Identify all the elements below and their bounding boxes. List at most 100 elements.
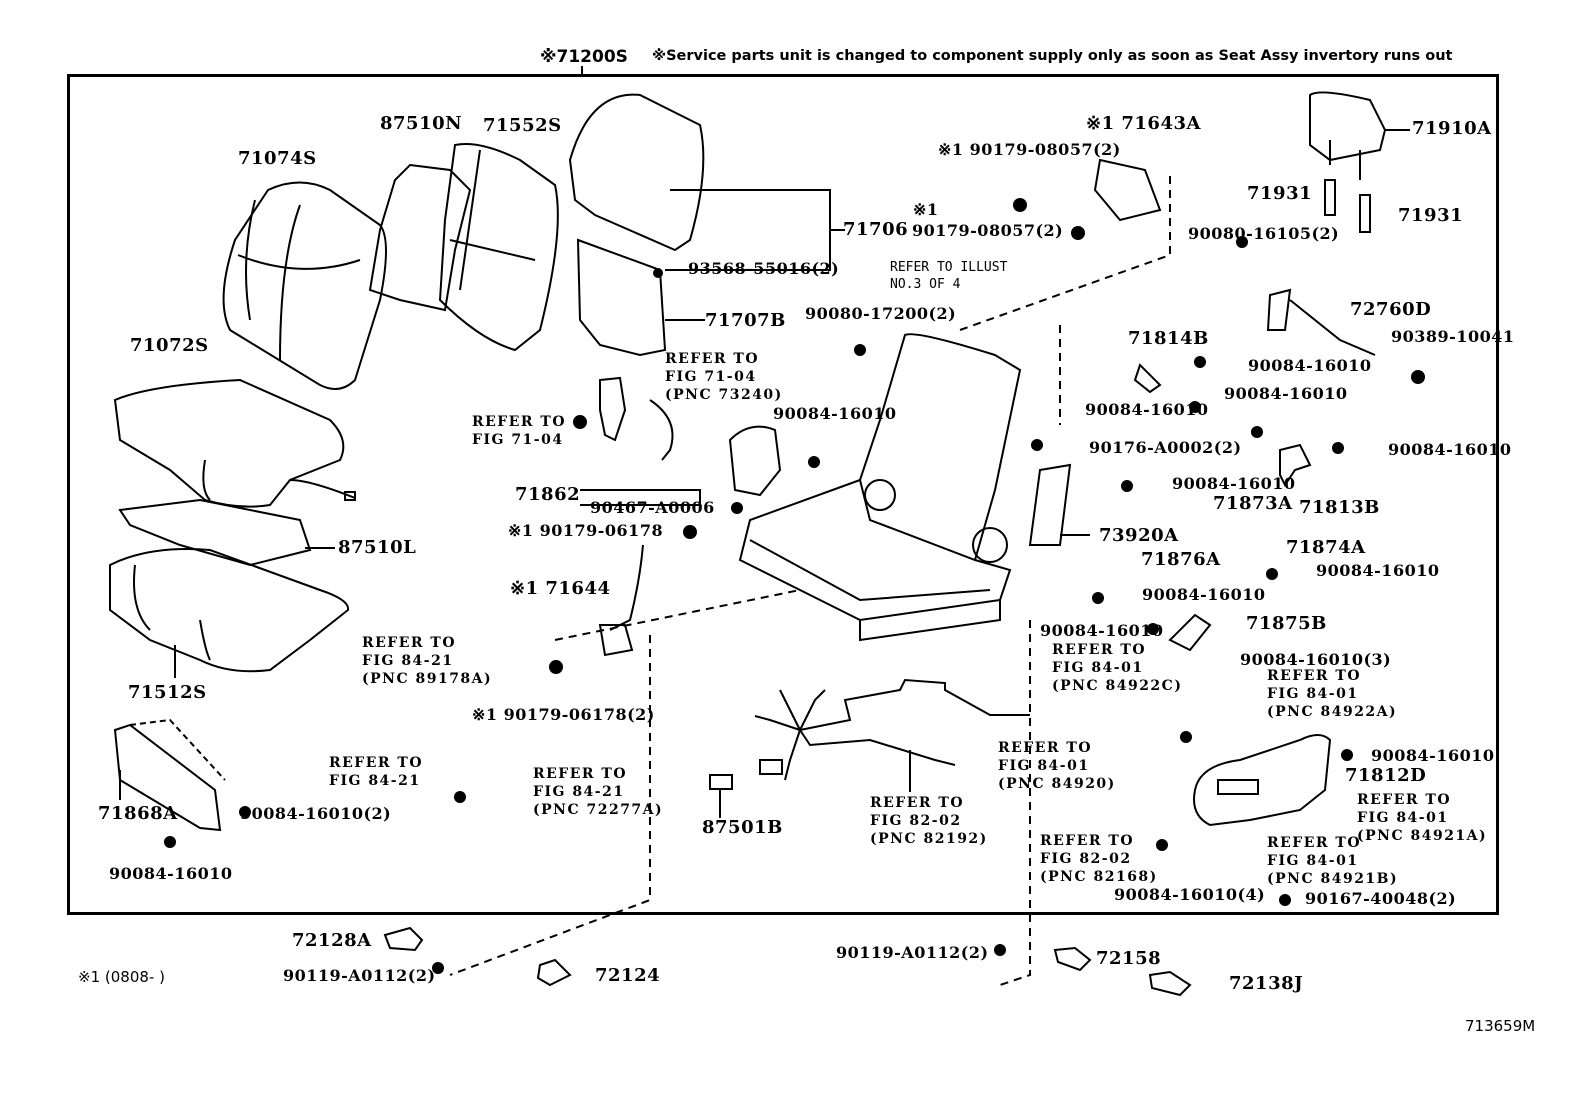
part-label-71644[interactable]: ※1 71644	[510, 578, 611, 599]
part-label-71931-b[interactable]: 71931	[1398, 205, 1464, 226]
wire-line	[289, 479, 356, 499]
switch-connector-shape	[709, 774, 733, 790]
part-label-71643A[interactable]: ※1 71643A	[1086, 113, 1201, 134]
part-label-90084-16010-h[interactable]: 90084-16010	[1040, 621, 1164, 640]
part-label-71074S[interactable]: 71074S	[238, 148, 317, 169]
ref-fig-71-04[interactable]: REFER TO FIG 71-04	[472, 414, 567, 448]
part-label-90080-16105[interactable]: 90080-16105(2)	[1188, 224, 1340, 243]
part-label-90119-A0112-b[interactable]: 90119-A0112(2)	[836, 943, 989, 962]
seatback-board-lower-shape	[576, 238, 667, 357]
ref-fig-84-21[interactable]: REFER TO FIG 84-21	[329, 755, 424, 789]
part-label-90167-40048[interactable]: 90167-40048(2)	[1305, 889, 1457, 908]
part-label-71874A[interactable]: 71874A	[1286, 537, 1366, 558]
seatback-cover-shape	[222, 181, 387, 390]
part-label-90084-16010-g[interactable]: 90084-16010	[1316, 561, 1440, 580]
part-label-90084-16010-i[interactable]: 90084-16010	[1371, 746, 1495, 765]
part-label-90084-16010-f[interactable]: 90084-16010	[1142, 585, 1266, 604]
part-label-90179-08057-b[interactable]: 90179-08057(2)	[912, 221, 1064, 240]
ref-fig-71-04-pnc-73240[interactable]: REFER TO FIG 71-04 (PNC 73240)	[665, 351, 783, 403]
part-label-90084-16010-4[interactable]: 90084-16010(4)	[1114, 885, 1266, 904]
part-label-71813B[interactable]: 71813B	[1299, 497, 1380, 518]
cable-line	[1289, 299, 1376, 356]
part-label-72760D[interactable]: 72760D	[1350, 299, 1432, 320]
headrest-shape	[1309, 91, 1387, 162]
ref-fig-82-02-pnc-82192[interactable]: REFER TO FIG 82-02 (PNC 82192)	[870, 795, 988, 847]
part-label-90179-06178-2[interactable]: ※1 90179-06178(2)	[472, 705, 655, 724]
part-label-71706[interactable]: 71706	[843, 219, 909, 240]
part-label-71868A[interactable]: 71868A	[98, 803, 178, 824]
bracket-line	[580, 489, 701, 506]
seam-line	[459, 149, 481, 291]
part-label-90389-10041[interactable]: 90389-10041	[1391, 327, 1515, 346]
bracket-line	[665, 189, 831, 271]
cover-72138J-shape	[1148, 970, 1192, 997]
part-label-90084-16010-e[interactable]: 90084-16010	[1172, 474, 1296, 493]
part-label-72124[interactable]: 72124	[595, 965, 661, 986]
part-label-93568-55016[interactable]: 93568-55016(2)	[688, 259, 840, 278]
part-label-87510L[interactable]: 87510L	[338, 537, 417, 558]
part-label-87501B[interactable]: 87501B	[702, 817, 783, 838]
part-label-90179-08057-a[interactable]: ※1 90179-08057(2)	[938, 140, 1121, 159]
part-label-87510N[interactable]: 87510N	[380, 113, 463, 134]
bracket-shape	[1133, 363, 1162, 394]
part-label-90084-16010-d[interactable]: 90084-16010	[1388, 440, 1512, 459]
part-label-90179-06178[interactable]: ※1 90179-06178	[508, 521, 664, 540]
ref-illust-3-of-4[interactable]: REFER TO ILLUST NO.3 OF 4	[890, 260, 1008, 292]
part-label-71814B[interactable]: 71814B	[1128, 328, 1209, 349]
seat-heater-shape	[118, 498, 312, 567]
part-label-72138J[interactable]: 72138J	[1229, 973, 1304, 994]
part-label-90084-16010-3[interactable]: 90084-16010(3)	[1240, 650, 1392, 669]
ref-fig-84-21-pnc-89178A[interactable]: REFER TO FIG 84-21 (PNC 89178A)	[362, 635, 493, 687]
seam-line	[133, 564, 151, 631]
ref-fig-84-01-pnc-84922A[interactable]: REFER TO FIG 84-01 (PNC 84922A)	[1267, 668, 1398, 720]
hidden-line	[959, 170, 1171, 331]
ref-fig-84-01-pnc-84921B[interactable]: REFER TO FIG 84-01 (PNC 84921B)	[1267, 835, 1399, 887]
part-label-71910A[interactable]: 71910A	[1412, 118, 1492, 139]
part-label-90176-A0002[interactable]: 90176-A0002(2)	[1089, 438, 1242, 457]
assembly-part-number[interactable]: ※71200S	[540, 47, 628, 67]
seatback-heater-shape	[368, 163, 472, 312]
part-label-90084-16010-c[interactable]: 90084-16010	[1085, 400, 1209, 419]
ref-fig-84-01-pnc-84922C[interactable]: REFER TO FIG 84-01 (PNC 84922C)	[1052, 642, 1183, 694]
seatback-board-shape	[568, 93, 705, 252]
part-label-90084-16010-center[interactable]: 90084-16010	[773, 404, 897, 423]
diagram-id: 713659M	[1465, 1017, 1536, 1035]
seam-line	[237, 254, 361, 270]
ref-fig-84-21-pnc-72277A[interactable]: REFER TO FIG 84-21 (PNC 72277A)	[533, 766, 664, 818]
seatback-pad-shape	[438, 143, 559, 352]
part-label-71931-a[interactable]: 71931	[1247, 183, 1313, 204]
part-label-71812D[interactable]: 71812D	[1345, 765, 1427, 786]
part-label-71862[interactable]: 71862	[515, 484, 581, 505]
footnote: ※1 (0808- )	[78, 968, 165, 986]
ref-fig-82-02-pnc-82168[interactable]: REFER TO FIG 82-02 (PNC 82168)	[1040, 833, 1158, 885]
seam-line	[202, 459, 211, 501]
part-label-90084-16010[interactable]: 90084-16010	[109, 864, 233, 883]
lock-shape	[598, 624, 634, 657]
part-label-72128A[interactable]: 72128A	[292, 930, 372, 951]
diagram-frame	[67, 74, 1499, 915]
wire-line	[784, 729, 801, 781]
part-label-71512S[interactable]: 71512S	[128, 682, 207, 703]
part-label-73920A[interactable]: 73920A	[1099, 525, 1179, 546]
part-label-90084-16010-b[interactable]: 90084-16010	[1224, 384, 1348, 403]
part-label-90084-16010-2[interactable]: 90084-16010(2)	[240, 804, 392, 823]
wire-harness-shape	[799, 678, 1030, 731]
part-label-90084-16010-a[interactable]: 90084-16010	[1248, 356, 1372, 375]
bracket-shape	[1168, 613, 1212, 652]
part-label-90119-A0112-a[interactable]: 90119-A0112(2)	[283, 966, 436, 985]
seam-line	[199, 619, 211, 661]
part-label-71875B[interactable]: 71875B	[1246, 613, 1327, 634]
side-airbag-shape	[1028, 463, 1072, 546]
part-label-71707B[interactable]: 71707B	[705, 310, 786, 331]
part-label-71072S[interactable]: 71072S	[130, 335, 209, 356]
ref-fig-84-01-pnc-84920[interactable]: REFER TO FIG 84-01 (PNC 84920)	[998, 740, 1116, 792]
part-label-72158[interactable]: 72158	[1096, 948, 1162, 969]
ref-fig-84-01-pnc-84921A[interactable]: REFER TO FIG 84-01 (PNC 84921A)	[1357, 792, 1488, 844]
part-label-90467-A0006[interactable]: 90467-A0006	[590, 498, 715, 517]
part-label-71876A[interactable]: 71876A	[1141, 549, 1221, 570]
part-label-90080-17200[interactable]: 90080-17200(2)	[805, 304, 957, 323]
part-label-71873A[interactable]: 71873A	[1213, 493, 1293, 514]
switch-shape	[1217, 779, 1259, 795]
part-label-71552S[interactable]: 71552S	[483, 115, 562, 136]
